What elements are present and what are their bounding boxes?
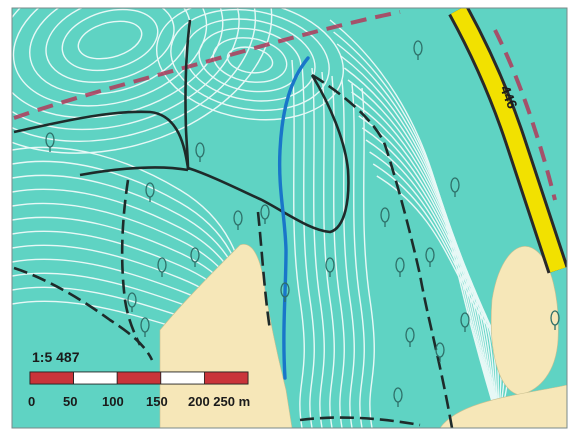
conifer-tree-icon [233,210,243,230]
conifer-tree-icon [395,257,405,277]
contour-line [212,37,288,83]
contour-line [365,139,501,428]
road-446 [450,8,566,273]
contour-line [341,79,355,428]
conifer-tree-icon [380,207,390,227]
conifer-tree-icon [435,342,445,362]
scale-tick-200-250: 200 250 m [188,394,250,409]
scale-tick-50: 50 [63,394,77,409]
scale-ratio: 1:5 487 [32,349,80,365]
conifer-tree-icon [405,327,415,347]
contour-line [155,8,345,121]
conifer-tree-icon [195,142,205,162]
contour-line [77,20,143,60]
path-center [256,211,272,331]
boundary-dashed-line-right [493,29,557,201]
conifer-tree-icon [460,312,470,332]
conifer-tree-icon [393,387,403,407]
contour-line [376,175,508,428]
trail-west [13,110,190,169]
tree-symbols [45,40,560,407]
conifer-tree-icon [45,132,55,152]
conifer-tree-icon [280,282,290,302]
contour-line [354,103,501,428]
contour-line [369,151,502,428]
contour-line [170,8,330,112]
contour-line [226,46,274,74]
scale-segment [29,371,74,385]
map-border [11,7,568,429]
contour-line [361,87,375,428]
contour-line [184,18,316,102]
contour-line [362,127,501,428]
path-south [299,416,421,427]
forest-area [12,8,567,428]
contour-line [311,67,325,428]
contour-line [12,8,257,142]
trail-north [184,19,192,171]
trails [13,19,350,234]
path-southwest [13,266,154,361]
contour-line [301,63,315,428]
path-west [120,179,142,346]
conifer-tree-icon [145,182,155,202]
contour-line [331,75,345,428]
scale-segments [29,371,249,385]
open-land-right [490,246,559,396]
contour-line [372,163,505,428]
conifer-tree-icon [550,310,560,330]
conifer-tree-icon [413,40,423,60]
contour-line [61,8,159,72]
contour-line [12,8,208,107]
contour-line [12,8,224,119]
scale-segment [160,371,205,385]
scale-tick-100: 100 [102,394,124,409]
contour-line [198,27,302,93]
contour-line [358,115,501,428]
conifer-tree-icon [127,292,137,312]
contour-line [291,59,305,428]
conifer-tree-icon [140,317,150,337]
scale-bar: 1:5 487 0 50 100 150 200 250 m [28,349,250,409]
scale-segment [73,371,118,385]
conifer-tree-icon [425,247,435,267]
trail-loop [187,74,350,234]
contour-line [351,83,365,428]
contour-line [12,8,273,154]
scale-segment [116,371,162,385]
conifer-tree-icon [260,204,270,224]
contour-line [45,8,175,83]
conifer-tree-icon [157,257,167,277]
stream [277,56,310,380]
scale-segment [203,371,249,385]
scale-tick-150: 150 [146,394,168,409]
conifer-tree-icon [190,247,200,267]
scale-tick-0: 0 [28,394,35,409]
conifer-tree-icon [450,177,460,197]
boundary-dashed-line [13,10,401,120]
conifer-tree-icon [325,257,335,277]
contour-line [321,71,335,428]
trail-mid-west [79,166,189,177]
